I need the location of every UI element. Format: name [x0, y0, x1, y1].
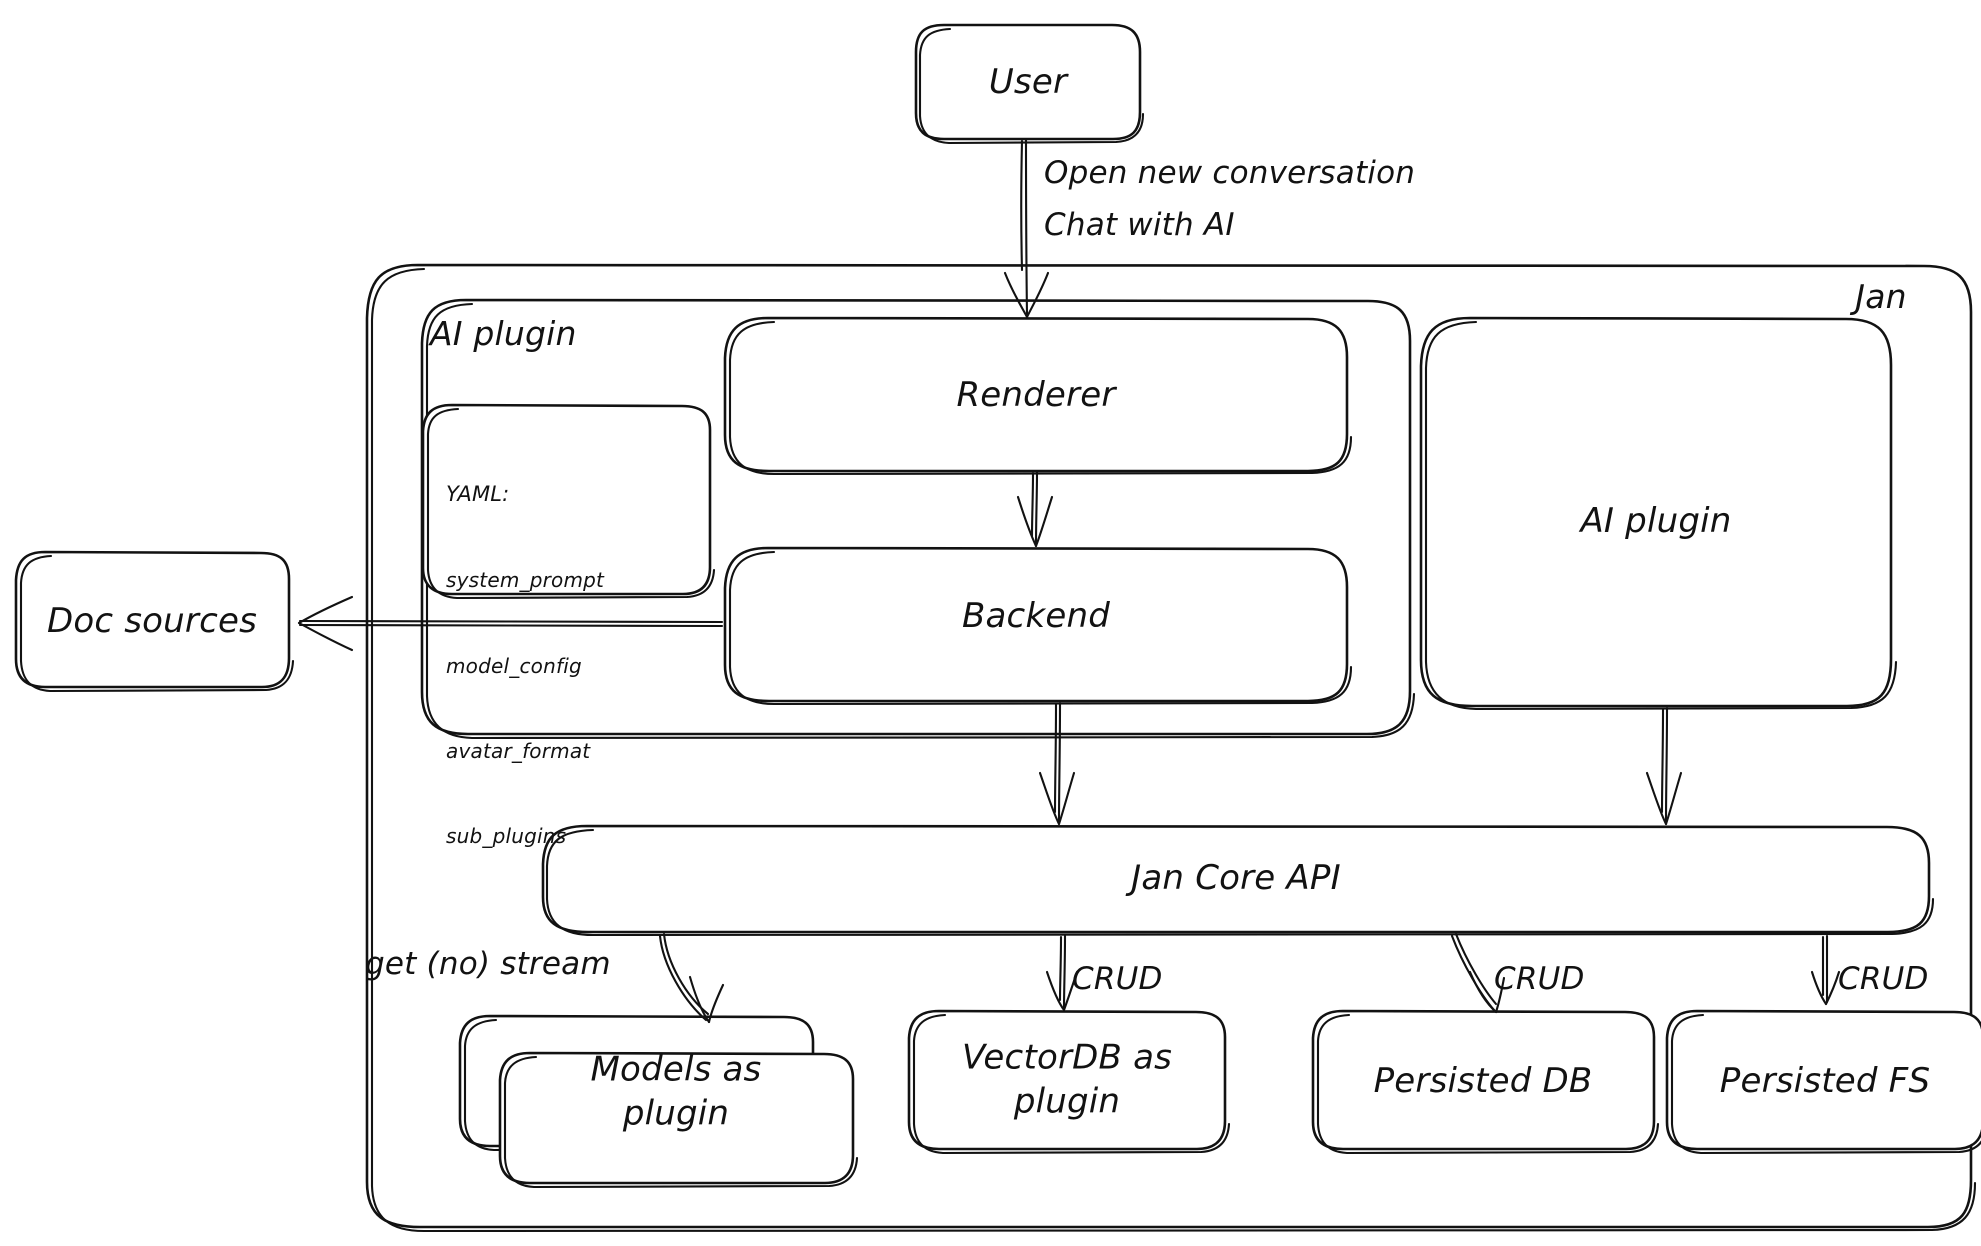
yaml-key-system-prompt: system_prompt	[446, 568, 605, 593]
edge-core-to-models-plugin	[658, 932, 725, 1024]
edge-label-crud-vectordb: CRUD	[1072, 961, 1163, 997]
yaml-key-model-config: model_config	[446, 653, 582, 678]
node-label-renderer: Renderer	[956, 374, 1116, 415]
yaml-config-block: YAML: system_prompt model_config avatar_…	[446, 423, 604, 907]
edge-label-open-new-conversation: Open new conversation	[1044, 155, 1416, 191]
edge-label-get-no-stream: get (no) stream	[365, 946, 611, 982]
edge-label-chat-with-ai: Chat with AI	[1044, 207, 1235, 243]
edge-label-crud-persisted-fs: CRUD	[1838, 961, 1929, 997]
node-label-persisted-db: Persisted DB	[1373, 1060, 1593, 1101]
edge-backend-to-jan-core-api	[1038, 701, 1076, 826]
edge-core-to-persisted-fs	[1810, 934, 1841, 1006]
node-label-persisted-fs: Persisted FS	[1719, 1060, 1931, 1101]
node-label-doc-sources: Doc sources	[46, 600, 258, 641]
edge-ai-plugin-to-jan-core-api	[1645, 706, 1683, 826]
node-label-jan-core-api: Jan Core API	[1131, 857, 1341, 898]
edge-renderer-to-backend	[1016, 470, 1054, 548]
node-label-ai-plugin-right: AI plugin	[1580, 500, 1732, 541]
container-label-ai-plugin-group: AI plugin	[430, 314, 577, 353]
yaml-key-avatar-format: avatar_format	[446, 738, 591, 763]
yaml-key-sub-plugins: sub_plugins	[446, 823, 567, 848]
node-label-backend: Backend	[962, 595, 1110, 636]
node-label-user: User	[988, 61, 1068, 102]
edge-user-to-renderer	[1003, 138, 1050, 319]
container-label-jan: Jan	[1855, 277, 1907, 316]
yaml-head: YAML:	[446, 481, 510, 506]
node-label-models-plugin: Models as plugin	[590, 1049, 762, 1133]
node-label-vectordb-plugin: VectorDB as plugin	[961, 1037, 1173, 1121]
edge-label-crud-persisted-db: CRUD	[1494, 961, 1585, 997]
